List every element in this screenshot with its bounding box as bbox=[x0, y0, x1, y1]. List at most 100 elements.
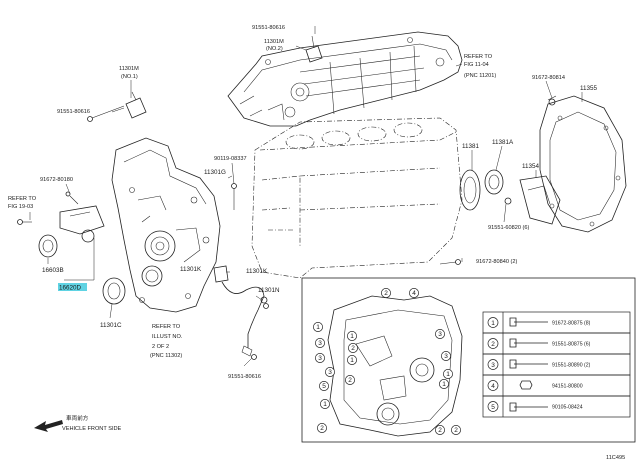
callout-number: 1 bbox=[323, 401, 327, 408]
legend-number: 4 bbox=[491, 383, 495, 390]
legend-number: 5 bbox=[491, 404, 495, 411]
label-91672-80814: 91672-80814 bbox=[532, 75, 565, 81]
legend-row: 3 91551-80890 (2) bbox=[482, 353, 631, 376]
label-11301K: 11301K bbox=[180, 266, 202, 273]
legend-row: 4 94151-80800 bbox=[482, 374, 631, 397]
label-11301G: 11301G bbox=[204, 169, 226, 176]
callout-number: 1 bbox=[316, 324, 320, 331]
label-refer-illust-2: ILLUST NO. bbox=[152, 334, 183, 340]
label-11301C: 11301C bbox=[100, 322, 122, 329]
callout-number: 3 bbox=[328, 369, 332, 376]
callout-1: 1 bbox=[347, 355, 357, 365]
label-direction-jp: 車両前方 bbox=[66, 414, 89, 422]
callout-number: 2 bbox=[348, 377, 352, 384]
callout-2: 2 bbox=[348, 343, 358, 353]
label-91551-60820: 91551-60820 (6) bbox=[488, 225, 530, 231]
callout-1: 1 bbox=[443, 369, 453, 379]
callout-1: 1 bbox=[313, 322, 323, 332]
callout-4: 4 bbox=[409, 288, 419, 298]
legend-number: 2 bbox=[491, 341, 495, 348]
bolts bbox=[17, 95, 557, 360]
label-11301N: 11301N bbox=[258, 287, 280, 294]
label-11301M-no2: 11301M bbox=[264, 39, 284, 45]
legend-part-number: 91551-80890 (2) bbox=[552, 363, 591, 369]
legend-part-number: 94151-80800 bbox=[552, 384, 583, 390]
callout-number: 2 bbox=[384, 290, 388, 297]
callout-number: 1 bbox=[442, 381, 446, 388]
label-16620D-highlight bbox=[58, 283, 87, 291]
label-refer-illust-4: (PNC 11302) bbox=[150, 353, 182, 359]
label-11355: 11355 bbox=[580, 85, 598, 92]
callout-3: 3 bbox=[315, 353, 325, 363]
callout-2: 2 bbox=[435, 425, 445, 435]
label-16603B: 16603B bbox=[42, 267, 64, 274]
legend-part-number: 90105-08424 bbox=[552, 405, 583, 411]
callout-3: 3 bbox=[315, 338, 325, 348]
label-91551-80616-bottom: 91551-80616 bbox=[228, 374, 261, 380]
legend-number: 1 bbox=[491, 320, 495, 327]
idler-pulley bbox=[38, 205, 105, 258]
legend-number: 3 bbox=[491, 362, 495, 369]
label-91551-80616-top: 91551-80616 bbox=[252, 25, 285, 31]
legend-row: 5 90105-08424 bbox=[482, 395, 631, 418]
leader-lines bbox=[29, 26, 583, 367]
callout-1: 1 bbox=[320, 399, 330, 409]
callout-3: 3 bbox=[441, 351, 451, 361]
rear-oil-seal-retainer bbox=[459, 169, 504, 211]
legend-row: 1 91672-80875 (8) bbox=[482, 311, 631, 334]
label-11301M-no1: 11301M bbox=[119, 66, 139, 72]
label-11301M-no1-sub: (NO.1) bbox=[121, 74, 138, 80]
callout-number: 5 bbox=[322, 383, 326, 390]
callout-number: 2 bbox=[454, 427, 458, 434]
label-refer-left: REFER TO bbox=[8, 196, 37, 202]
callout-number: 3 bbox=[438, 331, 442, 338]
sensor-harness bbox=[213, 265, 268, 357]
engine-block bbox=[251, 117, 463, 279]
callout-number: 3 bbox=[318, 340, 322, 347]
diagram-code: 11C495 bbox=[606, 455, 625, 461]
label-refer-top-2: FIG 11-04 bbox=[464, 62, 489, 68]
callout-number: 2 bbox=[320, 425, 324, 432]
callout-number: 2 bbox=[438, 427, 442, 434]
label-91551-80616-left: 91551-80616 bbox=[57, 109, 90, 115]
callout-2: 2 bbox=[381, 288, 391, 298]
callout-2: 2 bbox=[451, 425, 461, 435]
label-refer-illust: REFER TO bbox=[152, 324, 181, 330]
label-refer-left-2: FIG 19-03 bbox=[8, 204, 33, 210]
detail-box bbox=[301, 277, 636, 443]
rear-end-plate bbox=[539, 95, 627, 233]
callout-2: 2 bbox=[345, 375, 355, 385]
cylinder-head-cover bbox=[227, 31, 463, 127]
timing-chain-cover bbox=[111, 137, 221, 313]
callout-number: 1 bbox=[350, 357, 354, 364]
end-plate-small bbox=[519, 175, 561, 225]
callout-number: 2 bbox=[351, 345, 355, 352]
cam-sensor-no2 bbox=[305, 35, 323, 63]
part-labels: 91551-80616 11301M (NO.2) REFER TO FIG 1… bbox=[8, 25, 625, 461]
callout-number: 1 bbox=[350, 333, 354, 340]
callout-2: 2 bbox=[317, 423, 327, 433]
legend-part-number: 91672-80875 (8) bbox=[552, 321, 591, 327]
arrow-left-icon bbox=[34, 420, 63, 432]
label-refer-top-3: (PNC 11201) bbox=[464, 73, 496, 79]
callout-number: 3 bbox=[444, 353, 448, 360]
label-91672-80840: 91672-80840 (2) bbox=[476, 259, 518, 265]
callout-number: 1 bbox=[446, 371, 450, 378]
callout-5: 5 bbox=[319, 381, 329, 391]
callout-1: 1 bbox=[439, 379, 449, 389]
cam-sensor-no1 bbox=[125, 91, 147, 119]
callout-3: 3 bbox=[325, 367, 335, 377]
legend-bolt-icons bbox=[509, 317, 548, 412]
label-11381: 11381 bbox=[462, 143, 480, 150]
label-11381A: 11381A bbox=[492, 139, 514, 146]
label-direction-en: VEHICLE FRONT SIDE bbox=[62, 426, 122, 432]
label-16620D[interactable]: 16620D bbox=[59, 285, 82, 292]
callout-3: 3 bbox=[435, 329, 445, 339]
label-90119-08337: 90119-08337 bbox=[214, 156, 247, 162]
callout-number: 3 bbox=[318, 355, 322, 362]
label-refer-illust-3: 2 OF 2 bbox=[152, 344, 169, 350]
